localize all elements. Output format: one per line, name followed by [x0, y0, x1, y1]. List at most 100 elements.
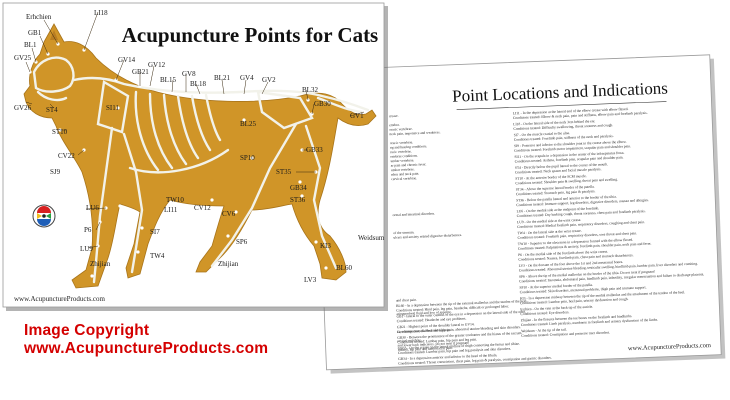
back-entry-head: TW4 - On the lateral side at the wrist c…: [517, 229, 581, 235]
point-label-cv6: CV6: [222, 210, 236, 218]
point-label-st36: ST36: [290, 196, 306, 204]
leader-line: [195, 83, 201, 95]
back-bottom-body: Conditions treated: Lumbar pain, hip pai…: [398, 347, 511, 356]
back-entry-body: Conditions treated: Limb paralysis, numb…: [521, 318, 658, 328]
point-dot: [226, 234, 230, 238]
leader-line: [149, 65, 155, 87]
point-dot: [136, 250, 140, 254]
point-label-bl18: BL18: [190, 80, 206, 88]
back-left-column: crease.ertebra.oracic vertebrae.neck pai…: [389, 114, 470, 353]
back-entry-head: ST34 - Above the superior lateral border…: [516, 185, 595, 192]
back-partial-line: lotlimb, hip pain and lumbosacral pain.: [398, 346, 453, 353]
point-dot: [118, 204, 122, 208]
point-label-bl15: BL15: [160, 76, 176, 84]
back-entry-head: LV3 - On the dorsum of the foot above th…: [519, 260, 624, 268]
point-label-erhchien: Erhchien: [26, 13, 52, 21]
point-label-zhijian1: Zhijian: [90, 260, 111, 268]
back-entry-body: Conditions treated: Neck spasm and facia…: [515, 167, 602, 174]
point-label-sp10: SP10: [240, 154, 255, 162]
point-dot: [212, 266, 216, 270]
leader-line: [43, 19, 59, 45]
point-label-ki3: KI3: [320, 242, 331, 250]
back-entry-head: LU9 - On the medial side at the wrist cr…: [517, 218, 581, 224]
logo-red: [37, 206, 51, 213]
back-entry-head: ST36 - Below the patella lateral and ant…: [516, 195, 617, 203]
point-label-gb33: GB33: [306, 146, 323, 154]
back-entry-body: Conditions treated: Forelimb pain, respi…: [518, 231, 638, 241]
point-label-gb21: GB21: [132, 68, 149, 76]
back-bottom-head: GB1 - lateral to the outer canthus of th…: [396, 310, 526, 319]
back-bottom-head: GB34 - In a depression anterior and infe…: [398, 353, 497, 361]
back-partial-line: neck pain, impotence and weakness.: [389, 130, 440, 137]
back-partial-line: ertebrae conditions.: [390, 154, 418, 159]
point-dot: [298, 180, 302, 184]
leader-line: [95, 221, 101, 231]
leader-line: [39, 35, 49, 55]
back-bottom-column: BL60 - In a depression between the tip o…: [396, 299, 552, 367]
back-partial-line: of the sternum.: [393, 230, 414, 235]
jaw: [36, 90, 68, 102]
point-label-bl60: BL60: [336, 264, 352, 272]
back-partial-line: umbar vertebrae.: [390, 158, 414, 163]
back-partial-line: ea, constipation, diarrhea and leg pain.: [397, 328, 451, 335]
back-entry-head: P6 - On the medial side of the forelimb …: [518, 250, 608, 257]
back-partial-line: cervical vertebrae.: [391, 176, 417, 181]
point-label-gv8: GV8: [182, 70, 196, 78]
leader-line: [77, 149, 85, 156]
back-entry-head: LI18 - On the lateral side of the neck 3…: [513, 119, 595, 126]
point-dot: [140, 226, 144, 230]
leader-line: [25, 61, 31, 73]
point-label-gb34: GB34: [290, 184, 307, 192]
back-entry-head: LI11 - In the depression at the lateral …: [513, 107, 629, 115]
logo-blue: [37, 219, 51, 226]
front-title: Acupuncture Points for Cats: [122, 23, 378, 47]
leader-line: [243, 79, 247, 95]
leader-line: [349, 111, 365, 117]
point-dot: [210, 198, 214, 202]
back-entry-body: Conditions treated: Stomach pain, leg pa…: [516, 189, 596, 197]
point-label-li11: LI11: [164, 206, 178, 214]
back-right-column: LI11 - In the depression at the lateral …: [513, 107, 705, 338]
point-dot: [242, 118, 246, 122]
point-label-tw10: TW10: [166, 196, 184, 204]
back-entry-body: Conditions treated: Shoulder pain & swel…: [515, 177, 618, 186]
point-dot: [116, 106, 120, 110]
ribcage: [134, 90, 222, 172]
leader-line: [261, 81, 269, 95]
back-entry-head: SI9 - Posterior and inferior to the shou…: [514, 140, 627, 148]
back-bottom-head: GB21 - Highest point of the shoulder lat…: [397, 322, 475, 329]
back-entry-head: KI3 - In a depression midway between the…: [520, 290, 685, 300]
back-entry-body: Conditions treated: Palpitations & anxie…: [518, 242, 652, 252]
back-entry-body: Conditions treated: Difficulty swallowin…: [513, 123, 613, 132]
leader-lines: [25, 11, 365, 249]
rib-base: [128, 148, 230, 174]
leader-line: [85, 207, 107, 210]
back-entry-body: Conditions treated: Medial forelimb pain…: [517, 220, 645, 230]
logo-yellow: [37, 213, 42, 219]
leader-line: [87, 245, 99, 249]
copyright-line-2[interactable]: www.AcupunctureProducts.com: [24, 340, 269, 357]
back-partial-line: ulcers and anxiety related digestive dis…: [393, 233, 462, 240]
back-entry-body: Conditions treated: Dry barking cough, t…: [517, 209, 646, 219]
back-bottom-body: Conditions treated: Neck/shoulder pain, …: [397, 325, 521, 335]
skull: [32, 56, 75, 93]
point-dot: [300, 194, 304, 198]
back-partial-line: ervical vertebrae.: [397, 338, 422, 343]
back-entry-body: Conditions treated: Asthma, forelimb pai…: [515, 155, 624, 164]
back-bottom-body: Conditions treated: Hind pain, leg pain,…: [396, 304, 509, 313]
tail-bones: [316, 96, 364, 114]
back-entry-body: Conditions treated: Forelimb motor impai…: [514, 144, 631, 153]
back-partial-line: aringpenforal fluid and loss of appetite…: [396, 310, 451, 316]
point-label-gv2: GV2: [262, 76, 276, 84]
back-bottom-body: Conditions treated: Throat constriction,…: [398, 356, 552, 367]
point-label-gv1: GV1: [350, 112, 364, 120]
back-entry-head: SI11 - On the scapula in a depression in…: [514, 151, 624, 159]
back-entry-head: SP6 - Above the tip of the medial malleo…: [519, 270, 655, 279]
back-entry-body: Conditions treated: Elbow & neck pain, p…: [513, 111, 648, 121]
back-partial-line: ar pain and chronic fever.: [391, 162, 427, 167]
point-dot: [250, 156, 254, 160]
leader-line: [25, 101, 33, 105]
back-entry-head: SI7 - On the muscle cranial to the ulna.: [514, 131, 571, 137]
back-partial-line: crease.: [389, 114, 399, 118]
back-entry-body: Conditions treated: Eye disorders.: [520, 310, 569, 316]
